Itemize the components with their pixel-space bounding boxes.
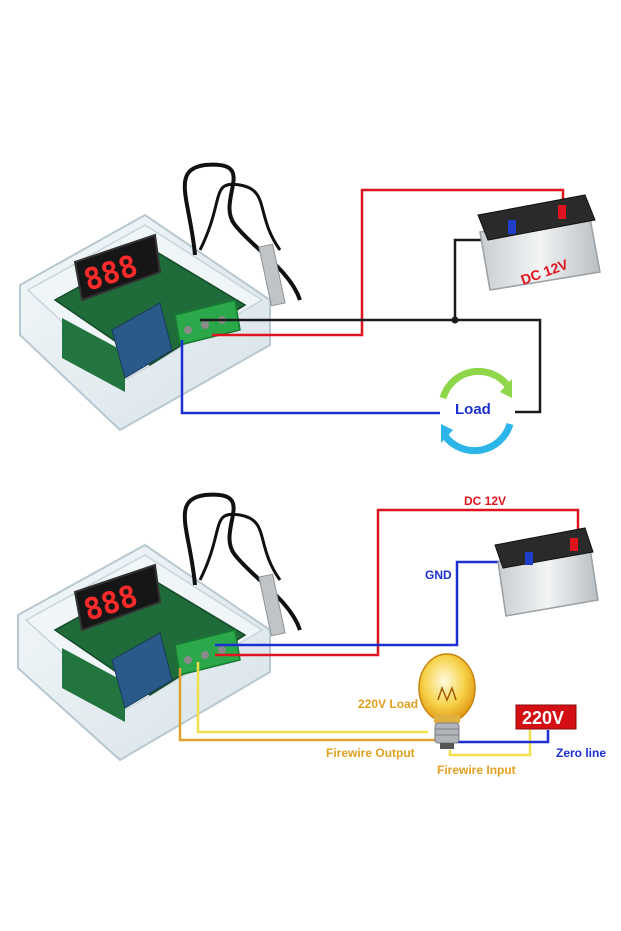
bottom-wires bbox=[178, 508, 580, 757]
bulb-label: 220V Load bbox=[358, 697, 418, 711]
zero-line-label: Zero line bbox=[556, 746, 606, 760]
top-thermostat-module: 888 bbox=[19, 162, 302, 432]
top-load-label: Load bbox=[455, 401, 491, 418]
bottom-thermostat-module: 888 bbox=[17, 492, 302, 762]
bottom-dc-label: DC 12V bbox=[464, 494, 506, 508]
top-wires bbox=[180, 188, 565, 415]
top-load-icon: Load bbox=[439, 367, 514, 455]
light-bulb-icon bbox=[418, 653, 476, 749]
firewire-input-label: Firewire Input bbox=[437, 763, 516, 777]
source-label: 220V bbox=[522, 708, 564, 728]
bottom-gnd-label: GND bbox=[425, 568, 452, 582]
bottom-battery bbox=[494, 527, 599, 617]
ac-source-box: 220V bbox=[515, 704, 577, 730]
top-battery: DC 12V bbox=[477, 194, 601, 291]
firewire-output-label: Firewire Output bbox=[326, 746, 415, 760]
